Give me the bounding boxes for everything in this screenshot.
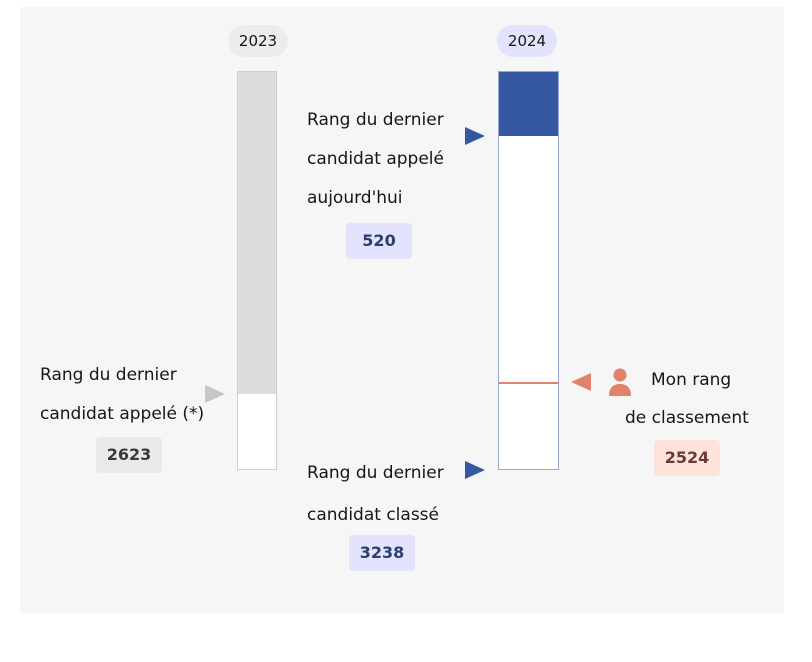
arrow-right-icon — [465, 461, 485, 479]
last-called-2023-label-line2: candidat appelé (*) — [40, 404, 205, 424]
year-2024-label: 2024 — [497, 25, 557, 57]
last-called-2023-value-badge: 2623 — [96, 437, 162, 473]
my-rank-label-line2: de classement — [625, 408, 749, 428]
year-2023-label: 2023 — [228, 25, 288, 57]
last-called-2023-label-line1: Rang du dernier — [40, 365, 177, 385]
bar-2023-called-fill — [238, 72, 276, 394]
last-ranked-value-badge: 3238 — [349, 535, 415, 571]
arrow-left-icon — [571, 373, 591, 391]
rank-visualization-panel — [20, 7, 784, 613]
last-called-today-label-line3: aujourd'hui — [307, 188, 403, 208]
last-called-today-value-badge: 520 — [346, 223, 412, 259]
bar-2024-called-fill — [499, 72, 558, 136]
last-ranked-label-line2: candidat classé — [307, 505, 439, 525]
last-called-today-label-line2: candidat appelé — [307, 149, 444, 169]
my-rank-marker-line — [499, 382, 558, 384]
bar-2024 — [498, 71, 559, 470]
my-rank-label-line1: Mon rang — [651, 370, 732, 390]
last-called-today-label-line1: Rang du dernier — [307, 110, 444, 130]
bar-2023 — [237, 71, 277, 470]
arrow-right-icon — [465, 127, 485, 145]
arrow-right-icon — [205, 385, 225, 403]
last-ranked-label-line1: Rang du dernier — [307, 463, 444, 483]
user-icon — [609, 368, 631, 396]
my-rank-value-badge: 2524 — [654, 440, 720, 476]
